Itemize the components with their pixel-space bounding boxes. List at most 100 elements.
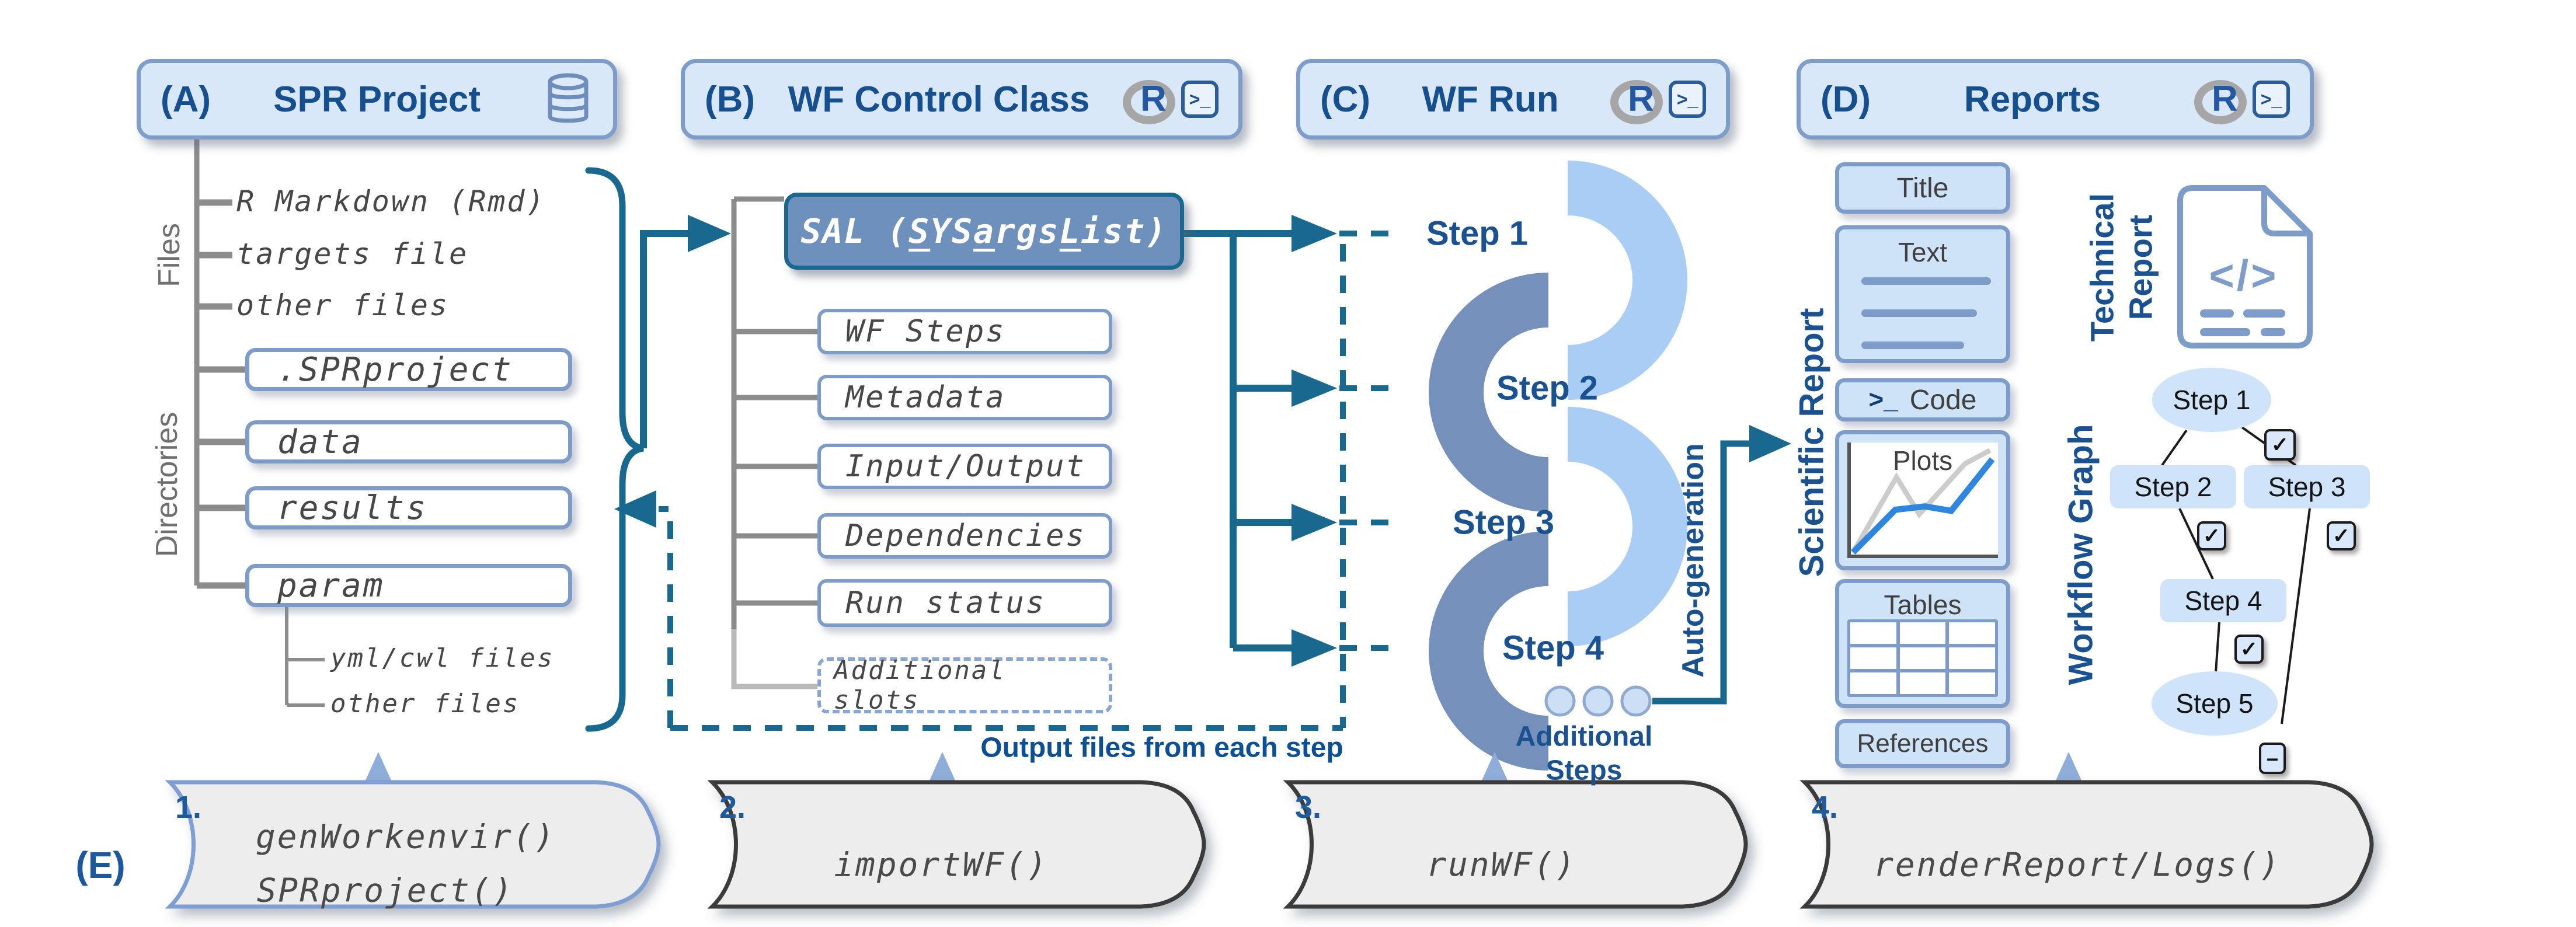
project-brace: [585, 167, 644, 732]
banner-4-number: 4.: [1812, 790, 1839, 825]
report-plots-box: Plots: [1835, 430, 2010, 570]
param-subtree: [285, 607, 325, 707]
sal-text: SAL (: [800, 211, 909, 251]
file-item-other: other files: [236, 288, 450, 322]
header-d-title: Reports: [1964, 79, 2101, 120]
step-4-check-icon: ✓: [2234, 635, 2264, 664]
header-a-spr-project: (A) SPR Project: [137, 59, 617, 140]
graph-step-3-node: Step 3: [2244, 465, 2370, 508]
terminal-icon: >_: [1181, 81, 1219, 118]
graph-step-2-node: Step 2: [2110, 465, 2236, 508]
text-line-bar: [1861, 341, 1964, 349]
additional-steps-label-line1: Additional: [1515, 721, 1653, 752]
report-tables-label: Tables: [1884, 590, 1962, 620]
header-d-reports: (D) Reports R >_: [1797, 59, 2314, 140]
arrow-a-to-sal-line: [640, 230, 690, 448]
doc-dash: [2243, 309, 2285, 318]
project-tree-stubs: [197, 199, 245, 589]
additional-step-dot: [1582, 685, 1614, 717]
slot-wf-steps: WF Steps: [817, 309, 1112, 354]
header-b-title: WF Control Class: [788, 79, 1090, 120]
run-step-3-label: Step 3: [1452, 503, 1555, 542]
arrow-a-to-sal-head: [688, 215, 731, 252]
graph-step-5-node: Step 5: [2152, 671, 2278, 736]
report-code-label: Code: [1909, 384, 1977, 416]
code-prompt-icon: >_: [1868, 385, 1898, 414]
step-3-check-icon: ✓: [2327, 521, 2356, 550]
header-c-label: (C): [1320, 79, 1371, 120]
directory-results: results: [245, 486, 572, 529]
slot-run-status: Run status: [817, 579, 1112, 627]
param-child-ymlcwl: yml/cwl files: [330, 643, 555, 673]
terminal-glyph: >_: [1189, 88, 1211, 110]
sal-to-steps-spine: [1184, 230, 1296, 651]
r-logo-icon: R: [1123, 78, 1175, 124]
auto-generation-label: Auto-generation: [1676, 443, 1710, 678]
database-icon: [548, 73, 589, 123]
banner-4-function: renderReport/Logs(): [1874, 846, 2281, 884]
banner-3-number: 3.: [1295, 790, 1322, 825]
control-tree-stubs: [734, 196, 817, 606]
terminal-icon: >_: [1669, 81, 1706, 118]
header-c-wf-run: (C) WF Run R >_: [1296, 59, 1730, 140]
pipeline-e-label: (E): [75, 844, 126, 886]
tables-grid: [1847, 619, 1998, 697]
banner-2-number: 2.: [719, 790, 746, 825]
report-references-box: References: [1835, 719, 2010, 768]
report-tables-box: Tables: [1835, 579, 2010, 708]
directories-group-label: Directories: [150, 412, 184, 557]
workflow-graph-label: Workflow Graph: [2062, 424, 2100, 685]
additional-steps-label-line2: Steps: [1545, 755, 1623, 786]
files-group-label: Files: [152, 223, 186, 287]
terminal-icon: >_: [2253, 81, 2290, 118]
report-text-box: Text: [1835, 225, 2010, 363]
auto-generation-arrow-head: [1749, 425, 1791, 462]
doc-dash: [2200, 328, 2250, 336]
terminal-glyph: >_: [1676, 88, 1698, 110]
header-b-wf-control-class: (B) WF Control Class R >_: [681, 59, 1242, 140]
step-2-check-icon: ✓: [2197, 521, 2226, 550]
banner-1-number: 1.: [175, 790, 202, 825]
directory-data: data: [245, 420, 572, 464]
banner-3-shape: [1283, 780, 1748, 909]
step3-arc: [1567, 407, 1687, 646]
slot-dependencies: Dependencies: [817, 513, 1112, 559]
file-item-targets: targets file: [236, 237, 469, 271]
graph-step-1-node: Step 1: [2152, 368, 2271, 432]
control-tree-trunk-light: [731, 629, 817, 689]
header-b-label: (B): [705, 79, 756, 120]
feedback-arrow-line: [659, 506, 673, 728]
report-plots-label: Plots: [1892, 445, 1953, 476]
banner-2-function: importWF(): [834, 846, 1049, 884]
run-step-2-label: Step 2: [1496, 369, 1599, 407]
sal-text-underlined: a: [973, 211, 995, 251]
header-d-label: (D): [1820, 79, 1871, 120]
header-a-label: (A): [161, 79, 211, 120]
param-child-other: other files: [330, 689, 520, 719]
report-code-box: >_ Code: [1835, 378, 2010, 421]
directory-param: param: [245, 564, 572, 607]
text-line-bar: [1861, 277, 1991, 285]
terminal-glyph: >_: [2260, 88, 2282, 110]
doc-dash: [2261, 328, 2285, 336]
directory-sprproject: .SPRproject: [245, 348, 572, 391]
banner-1-function-1: genWorkenvir(): [255, 818, 556, 856]
graph-step-4-node: Step 4: [2160, 579, 2286, 622]
r-logo-icon: R: [1610, 78, 1663, 124]
scientific-report-label: Scientific Report: [1792, 308, 1831, 577]
auto-generation-arrow-line: [1652, 440, 1752, 705]
output-files-dashed-line: [670, 231, 1397, 731]
step-5-pending-icon: –: [2259, 743, 2286, 774]
step2-arc: [1429, 273, 1550, 512]
step4-arc: [1429, 531, 1550, 771]
technical-report-doc-icon: [2177, 185, 2313, 349]
banner-1-shape: [165, 780, 661, 909]
report-title-box: Title: [1835, 162, 2010, 214]
header-a-title: SPR Project: [273, 79, 481, 120]
step-1-check-icon: ✓: [2264, 429, 2296, 461]
slot-additional-slots: Additional slots: [817, 656, 1112, 715]
sal-text: rgs: [994, 211, 1060, 251]
